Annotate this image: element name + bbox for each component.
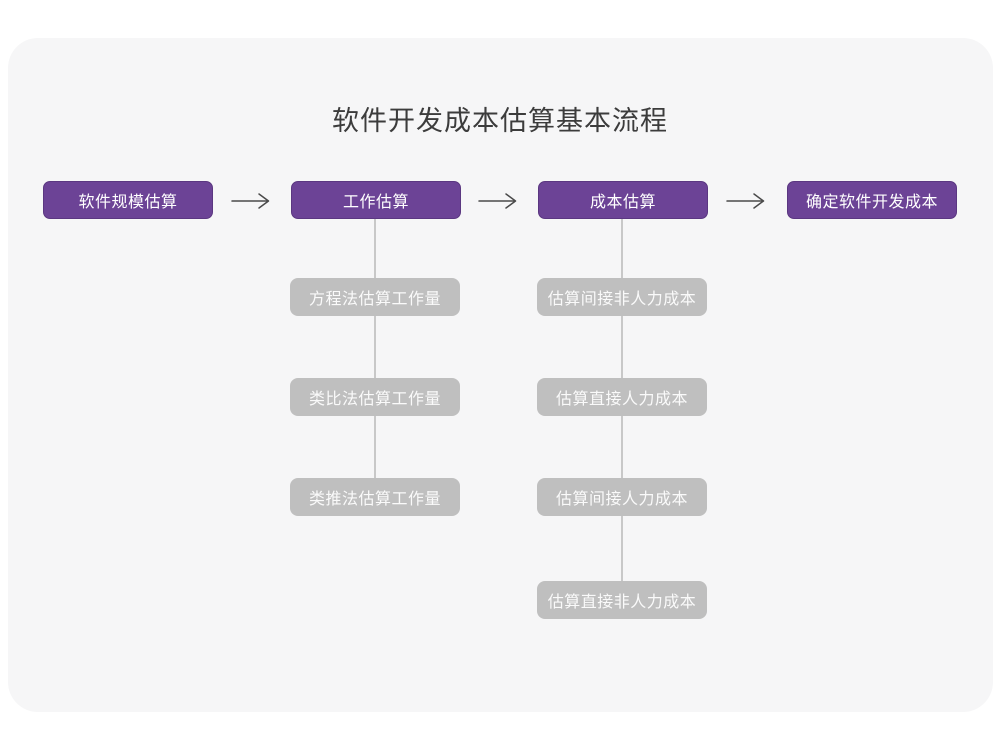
node-label: 估算直接非人力成本 [547, 594, 697, 611]
node-label: 工作估算 [342, 194, 409, 211]
subnode-direct-nonlabor-cost: 估算直接非人力成本 [537, 581, 707, 619]
arrow-right-icon [478, 193, 517, 209]
arrow-right-icon [726, 193, 765, 209]
subnode-indirect-nonlabor-cost: 估算间接非人力成本 [537, 278, 707, 316]
node-label: 估算直接人力成本 [555, 391, 688, 408]
node-determine-development-cost: 确定软件开发成本 [787, 181, 957, 219]
subnode-extrapolation-method: 类推法估算工作量 [290, 478, 460, 516]
node-label: 确定软件开发成本 [805, 194, 938, 211]
node-cost-estimation: 成本估算 [538, 181, 708, 219]
node-software-size-estimation: 软件规模估算 [43, 181, 213, 219]
subnode-direct-labor-cost: 估算直接人力成本 [537, 378, 707, 416]
node-work-estimation: 工作估算 [291, 181, 461, 219]
node-label: 类比法估算工作量 [308, 391, 441, 408]
node-label: 类推法估算工作量 [308, 491, 441, 508]
subnode-equation-method: 方程法估算工作量 [290, 278, 460, 316]
diagram-title: 软件开发成本估算基本流程 [332, 106, 668, 136]
node-label: 估算间接非人力成本 [547, 291, 697, 308]
subnode-indirect-labor-cost: 估算间接人力成本 [537, 478, 707, 516]
node-label: 成本估算 [589, 194, 656, 211]
subnode-analogy-method: 类比法估算工作量 [290, 378, 460, 416]
node-label: 方程法估算工作量 [308, 291, 441, 308]
arrow-right-icon [231, 193, 270, 209]
node-label: 软件规模估算 [78, 194, 178, 211]
node-label: 估算间接人力成本 [555, 491, 688, 508]
flowchart-canvas [8, 38, 993, 712]
